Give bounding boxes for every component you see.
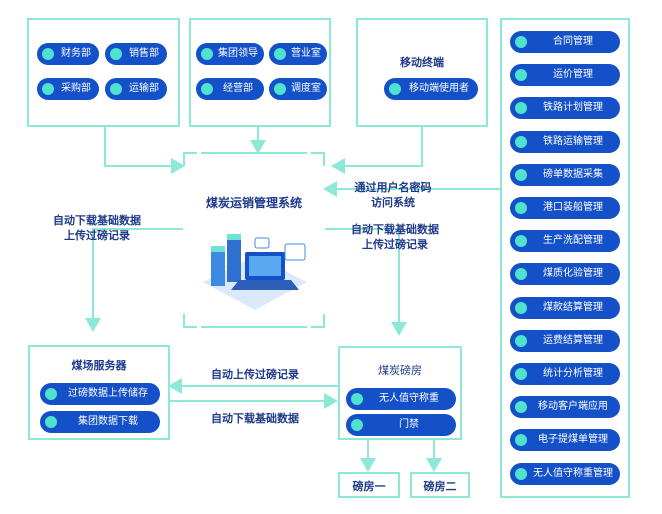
module-item[interactable]: 统计分析管理 — [510, 363, 620, 385]
coal-yard-server: 煤场服务器 过磅数据上传储存 集团数据下载 — [28, 345, 170, 440]
dot-icon — [110, 83, 122, 95]
module-item[interactable]: 运价管理 — [510, 64, 620, 87]
weigh-room-1: 磅房一 — [338, 472, 400, 498]
leader-pill[interactable]: 营业室 — [269, 43, 327, 65]
module-item[interactable]: 铁路运输管理 — [510, 130, 620, 153]
dot-icon — [274, 48, 286, 60]
left-flow-label: 自动下载基础数据 上传过磅记录 — [53, 214, 141, 242]
server-title: 煤场服务器 — [71, 359, 127, 372]
dot-icon — [351, 393, 363, 405]
dot-icon — [110, 48, 122, 60]
access-label: 通过用户名密码 访问系统 — [354, 181, 432, 209]
dot-icon — [389, 83, 401, 95]
leadership-group: 集团领导 营业室 经营部 调度室 — [189, 18, 331, 127]
weigh-room-2: 磅房二 — [410, 472, 470, 498]
weigh-pill[interactable]: 无人值守称重 — [346, 388, 456, 410]
dept-pill[interactable]: 采购部 — [37, 78, 99, 100]
upload-label: 自动上传过磅记录 — [211, 368, 299, 381]
module-list: 合同管理运价管理铁路计划管理铁路运输管理磅单数据采集港口装船管理生产洗配管理煤质… — [500, 18, 630, 498]
dot-icon — [515, 235, 527, 248]
dot-icon — [515, 69, 527, 82]
module-item[interactable]: 煤质化验管理 — [510, 263, 620, 286]
dot-icon — [351, 419, 363, 431]
module-item[interactable]: 磅单数据采集 — [510, 163, 620, 186]
server-pill[interactable]: 集团数据下载 — [40, 411, 160, 433]
dot-icon — [515, 168, 527, 181]
module-item[interactable]: 铁路计划管理 — [510, 97, 620, 120]
right-flow-label: 自动下载基础数据 上传过磅记录 — [351, 223, 439, 251]
server-laptop-illustration — [203, 234, 307, 310]
system-panel: 煤炭运销管理系统 — [183, 152, 325, 328]
dot-icon — [45, 388, 57, 400]
dept-pill[interactable]: 运输部 — [105, 78, 167, 100]
dot-icon — [515, 434, 527, 447]
module-item[interactable]: 运费结算管理 — [510, 329, 620, 352]
module-item[interactable]: 无人值守称重管理 — [510, 462, 620, 485]
dot-icon — [515, 301, 527, 314]
department-group: 财务部 销售部 采购部 运输部 — [27, 18, 180, 127]
leader-pill[interactable]: 调度室 — [269, 78, 327, 100]
system-title: 煤炭运销管理系统 — [205, 196, 302, 210]
dot-icon — [201, 48, 213, 60]
mobile-user-pill[interactable]: 移动端使用者 — [384, 78, 478, 100]
module-item[interactable]: 移动客户端应用 — [510, 396, 620, 419]
server-pill[interactable]: 过磅数据上传储存 — [40, 383, 160, 405]
dot-icon — [42, 83, 54, 95]
weigh-pill[interactable]: 门禁 — [346, 414, 456, 436]
dot-icon — [45, 416, 57, 428]
leader-pill[interactable]: 经营部 — [196, 78, 264, 100]
dot-icon — [515, 102, 527, 115]
dot-icon — [201, 83, 213, 95]
dept-pill[interactable]: 财务部 — [37, 43, 99, 65]
module-item[interactable]: 电子提煤单管理 — [510, 429, 620, 452]
weigh-house-title: 煤炭磅房 — [378, 364, 422, 377]
module-item[interactable]: 港口装船管理 — [510, 197, 620, 219]
dot-icon — [515, 334, 527, 347]
dot-icon — [515, 467, 527, 480]
dot-icon — [515, 36, 527, 48]
dot-icon — [274, 83, 286, 95]
dot-icon — [515, 401, 527, 414]
mobile-terminal-group: 移动终端 移动端使用者 — [356, 18, 488, 127]
weigh-house: 煤炭磅房 无人值守称重 门禁 — [338, 346, 462, 440]
dot-icon — [515, 135, 527, 148]
dot-icon — [515, 368, 527, 380]
module-item[interactable]: 生产洗配管理 — [510, 230, 620, 253]
module-item[interactable]: 合同管理 — [510, 31, 620, 53]
leader-pill[interactable]: 集团领导 — [196, 43, 264, 65]
dot-icon — [42, 48, 54, 60]
dept-pill[interactable]: 销售部 — [105, 43, 167, 65]
mobile-terminal-title: 移动终端 — [400, 56, 444, 69]
dot-icon — [515, 268, 527, 281]
dot-icon — [515, 202, 527, 214]
module-item[interactable]: 煤款结算管理 — [510, 296, 620, 319]
download-label: 自动下载基础数据 — [211, 412, 299, 425]
